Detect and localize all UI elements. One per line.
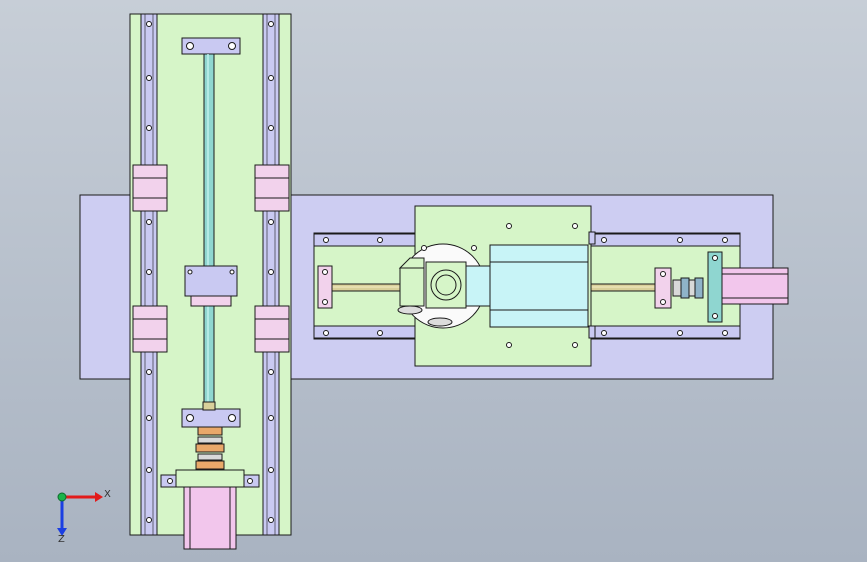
carriage-block <box>254 164 290 212</box>
carriage-block <box>254 305 290 353</box>
triad-x-label: X <box>104 489 111 500</box>
y-bottom-bearing-block <box>181 401 241 428</box>
y-lead-screw <box>203 53 215 409</box>
x-coupling <box>672 277 704 299</box>
x-right-bearing-block <box>654 267 672 309</box>
y-carriage-blocks <box>132 164 290 353</box>
axis-triad: X Z <box>57 489 111 545</box>
carriage-block <box>132 305 168 353</box>
x-left-bearing-block <box>317 265 333 309</box>
x-motor <box>707 251 789 323</box>
y-nut-block <box>184 265 238 307</box>
y-coupling <box>195 426 225 470</box>
origin-dot <box>57 492 67 502</box>
y-motor <box>160 469 260 550</box>
y-top-bearing-block <box>181 37 241 55</box>
x-gearbox-housing <box>397 244 589 328</box>
triad-z-label: Z <box>58 534 65 545</box>
carriage-block <box>132 164 168 212</box>
